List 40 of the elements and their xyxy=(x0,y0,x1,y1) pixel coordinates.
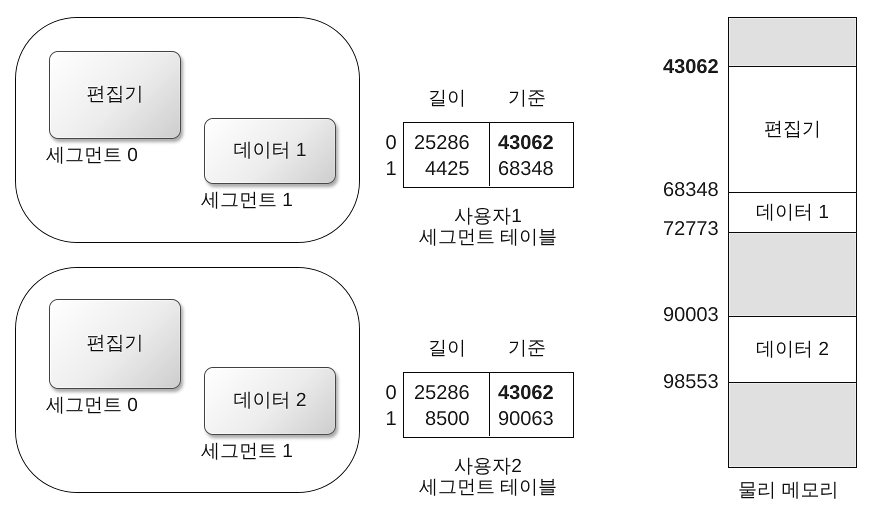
column-header: 길이 xyxy=(428,88,466,110)
table-caption: 사용자2 세그먼트 테이블 xyxy=(418,456,558,498)
memory-caption: 물리 메모리 xyxy=(738,480,838,502)
row-index: 1 xyxy=(386,158,397,180)
rounded-frame xyxy=(15,267,360,493)
address-label: 98553 xyxy=(663,371,719,393)
row-index: 1 xyxy=(386,408,397,430)
segment-label: 세그먼트 0 xyxy=(46,395,138,417)
memory-block: 데이터 2 xyxy=(728,316,857,382)
segment-box: 편집기 xyxy=(49,299,181,389)
row-index: 0 xyxy=(386,382,397,404)
table-number: 43062 xyxy=(498,132,554,154)
table-number: 25286 xyxy=(414,132,470,154)
segment-box: 편집기 xyxy=(49,51,181,139)
column-header: 길이 xyxy=(428,338,466,360)
column-header: 기준 xyxy=(508,338,546,360)
row-index: 0 xyxy=(386,132,397,154)
table-caption: 사용자1 세그먼트 테이블 xyxy=(418,206,558,248)
rounded-frame xyxy=(15,17,360,243)
table-number: 4425 xyxy=(425,158,470,180)
table-number: 8500 xyxy=(425,408,470,430)
shaded-block xyxy=(728,382,857,468)
column-header: 기준 xyxy=(508,88,546,110)
segment-label: 세그먼트 1 xyxy=(201,190,293,212)
table-number: 68348 xyxy=(498,158,554,180)
memory-block: 데이터 1 xyxy=(728,192,857,232)
address-label: 68348 xyxy=(663,179,719,201)
address-label: 90003 xyxy=(663,304,719,326)
segment-box: 데이터 2 xyxy=(204,367,336,435)
segment-label: 세그먼트 0 xyxy=(46,145,138,167)
address-label: 72773 xyxy=(663,218,719,240)
table-number: 90063 xyxy=(498,408,554,430)
shaded-block xyxy=(728,232,857,316)
address-label: 43062 xyxy=(663,56,719,78)
table-number: 43062 xyxy=(498,382,554,404)
segment-label: 세그먼트 1 xyxy=(201,441,293,463)
table-number: 25286 xyxy=(414,382,470,404)
shaded-block xyxy=(728,17,857,66)
memory-block: 편집기 xyxy=(728,66,857,192)
segment-box: 데이터 1 xyxy=(204,118,336,184)
